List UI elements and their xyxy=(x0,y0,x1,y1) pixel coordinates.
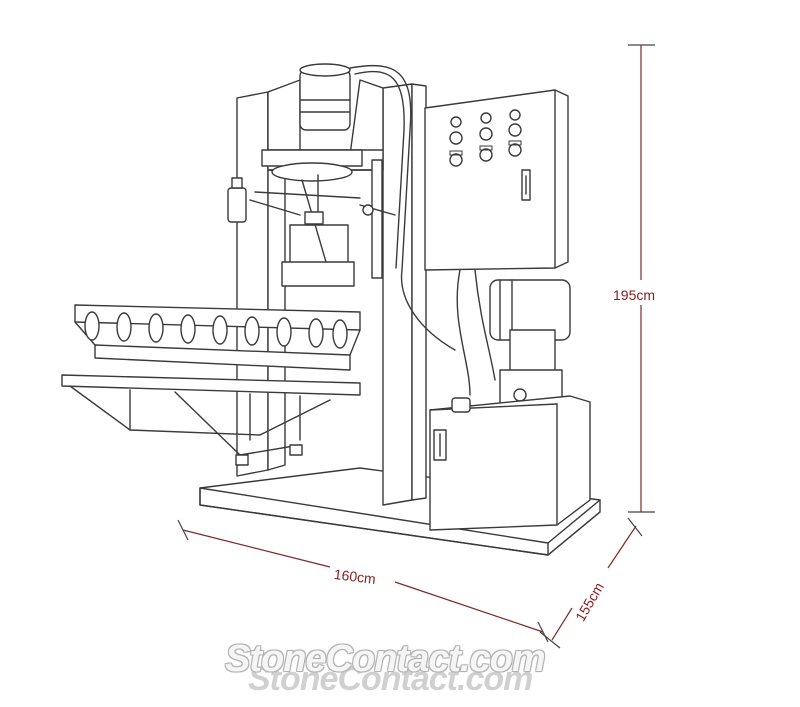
roller-conveyor xyxy=(61,304,361,466)
blade-mechanism xyxy=(227,149,396,287)
control-box xyxy=(424,89,569,271)
motor-pump xyxy=(456,269,571,411)
dimension-lines xyxy=(177,44,655,649)
watermark: StoneContact.com xyxy=(225,638,546,680)
height-dimension-label: 195cm xyxy=(613,287,656,303)
watermark-shadow: StoneContact.com xyxy=(248,660,533,698)
hydraulic-tank xyxy=(429,395,591,531)
press-frame xyxy=(236,63,456,506)
conveyor-rollers xyxy=(84,311,348,349)
